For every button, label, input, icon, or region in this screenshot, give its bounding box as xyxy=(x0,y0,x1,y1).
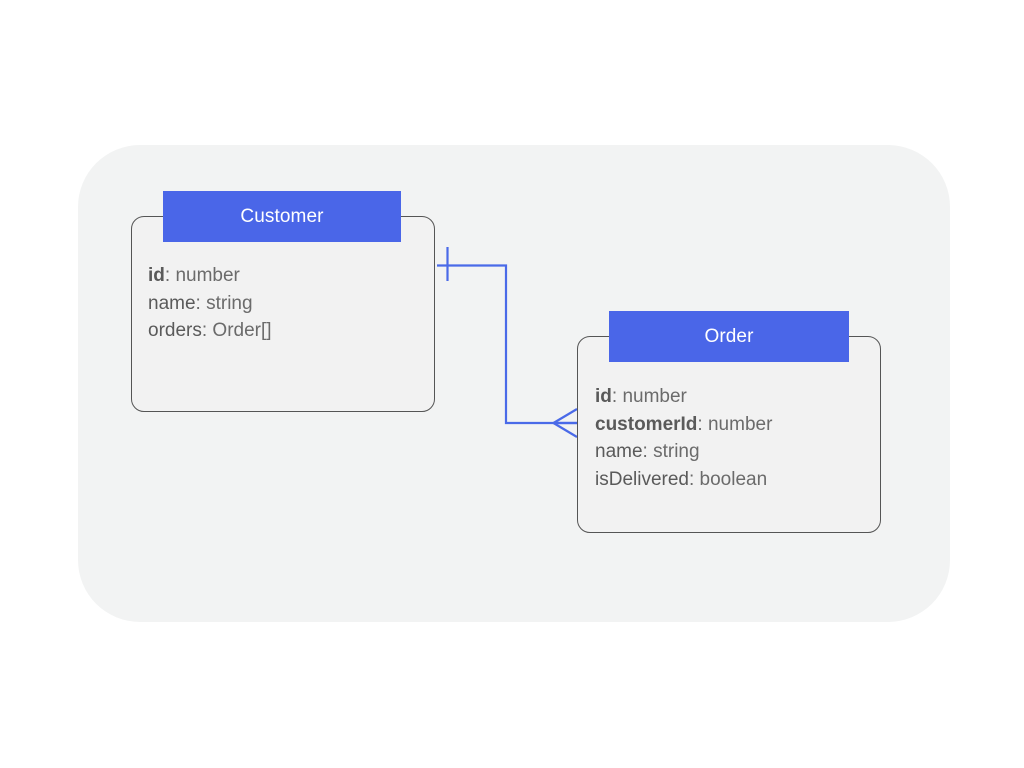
attribute-name: id xyxy=(595,386,612,407)
entity-order-title: Order xyxy=(704,326,754,347)
attribute-separator: : xyxy=(164,265,176,286)
entity-customer-title: Customer xyxy=(240,206,324,227)
attribute-separator: : xyxy=(688,468,700,490)
attribute-separator: : xyxy=(697,413,708,435)
entity-order-attribute-list: id: number customerId: number name: stri… xyxy=(595,383,875,493)
entity-customer-title-bar[interactable]: Customer xyxy=(163,191,401,242)
entity-order-title-bar[interactable]: Order xyxy=(609,311,849,362)
attribute-name: id xyxy=(148,265,165,286)
attribute-type: number xyxy=(707,413,773,435)
attribute-row: name: string xyxy=(595,438,875,466)
entity-customer-attribute-list: id: number name: string orders: Order[] xyxy=(148,262,418,345)
attribute-separator: : xyxy=(195,292,207,314)
attribute-type: boolean xyxy=(699,468,768,490)
attribute-row: isDelivered: boolean xyxy=(595,466,875,494)
attribute-separator: : xyxy=(201,320,213,341)
attribute-type: number xyxy=(175,265,240,286)
attribute-name: customerId xyxy=(595,413,698,435)
attribute-separator: : xyxy=(611,386,623,407)
attribute-name: name xyxy=(595,441,643,462)
attribute-separator: : xyxy=(642,441,654,462)
attribute-row: customerId: number xyxy=(595,411,875,439)
attribute-row: id: number xyxy=(148,262,418,290)
attribute-row: orders: Order[] xyxy=(148,317,418,345)
attribute-name: isDelivered xyxy=(595,468,689,490)
entity-order[interactable] xyxy=(577,336,881,533)
attribute-type: string xyxy=(206,292,253,314)
attribute-type: string xyxy=(653,441,700,462)
attribute-name: orders xyxy=(148,320,202,341)
attribute-type: number xyxy=(622,386,687,407)
attribute-type: Order[] xyxy=(212,320,272,341)
attribute-name: name xyxy=(148,292,196,314)
attribute-row: name: string xyxy=(148,290,418,318)
attribute-row: id: number xyxy=(595,383,875,411)
